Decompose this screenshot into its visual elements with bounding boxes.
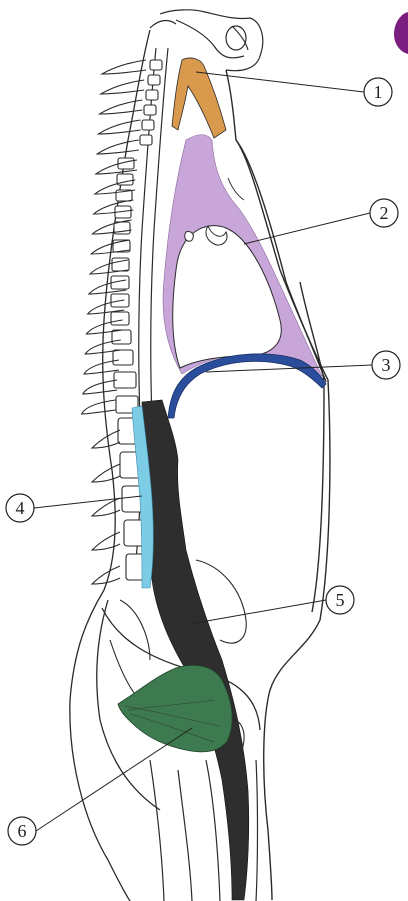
callout-number: 4 bbox=[16, 498, 25, 518]
cervical-vertebra bbox=[144, 105, 156, 115]
callout-leader-line bbox=[244, 213, 370, 244]
callout-leader-line bbox=[36, 728, 192, 831]
spinous-process bbox=[97, 140, 139, 154]
lumbar-spinous-process bbox=[92, 532, 120, 550]
spinous-process bbox=[98, 120, 140, 134]
callout-number: 2 bbox=[380, 203, 389, 223]
cervical-vertebra bbox=[150, 60, 162, 70]
cervical-vertebra bbox=[148, 75, 160, 85]
lumbar-spinous-process bbox=[92, 430, 120, 448]
callout-6: 6 bbox=[8, 728, 192, 845]
callout-number: 3 bbox=[382, 355, 391, 375]
cervical-vertebra bbox=[146, 90, 158, 100]
callout-leader-line bbox=[190, 600, 326, 624]
callout-leader-line bbox=[196, 72, 364, 92]
callout-number: 5 bbox=[336, 590, 345, 610]
callout-number: 1 bbox=[374, 82, 383, 102]
callout-number: 6 bbox=[18, 821, 27, 841]
vertebra bbox=[113, 350, 133, 365]
spinous-process bbox=[82, 400, 116, 414]
callout-5: 5 bbox=[190, 586, 354, 624]
cervical-vertebra bbox=[140, 135, 152, 145]
vertebra bbox=[111, 312, 129, 325]
spinous-process bbox=[100, 100, 143, 114]
spinous-process bbox=[102, 60, 146, 74]
lumbar-spinous-process bbox=[92, 464, 120, 482]
vertebra bbox=[112, 330, 131, 344]
callout-1: 1 bbox=[196, 72, 392, 106]
neck-muscle bbox=[172, 58, 226, 138]
cervical-vertebra bbox=[142, 120, 154, 130]
corner-badge bbox=[394, 12, 408, 54]
callout-2: 2 bbox=[244, 199, 398, 244]
vertebra bbox=[114, 372, 136, 388]
spinous-process bbox=[83, 380, 117, 394]
lumbar-spinous-process bbox=[92, 566, 120, 584]
